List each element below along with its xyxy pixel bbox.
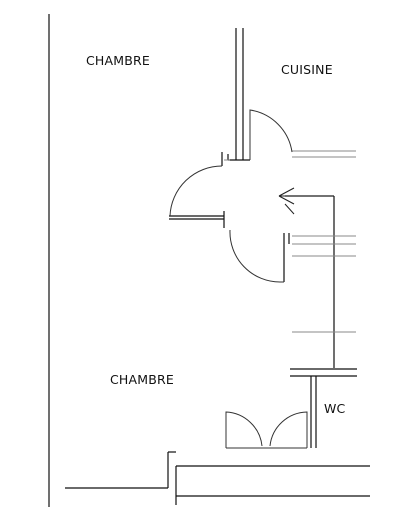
corridor-arrow-head-2 — [278, 195, 295, 205]
corridor-arrow-head-1 — [278, 187, 295, 197]
room-label-cuisine: CUISINE — [281, 62, 333, 77]
wc-door-swing-right — [269, 411, 308, 448]
kitchen-door-swing — [249, 109, 293, 160]
corridor-arrow-tail — [284, 203, 295, 215]
room-label-chambre-top: CHAMBRE — [86, 53, 151, 68]
room-label-chambre-bottom: CHAMBRE — [110, 372, 175, 387]
lower-door-swing — [229, 229, 284, 283]
wc-door-swing-left — [225, 411, 263, 448]
left-door-swing — [169, 165, 223, 217]
room-label-wc: WC — [324, 401, 346, 416]
